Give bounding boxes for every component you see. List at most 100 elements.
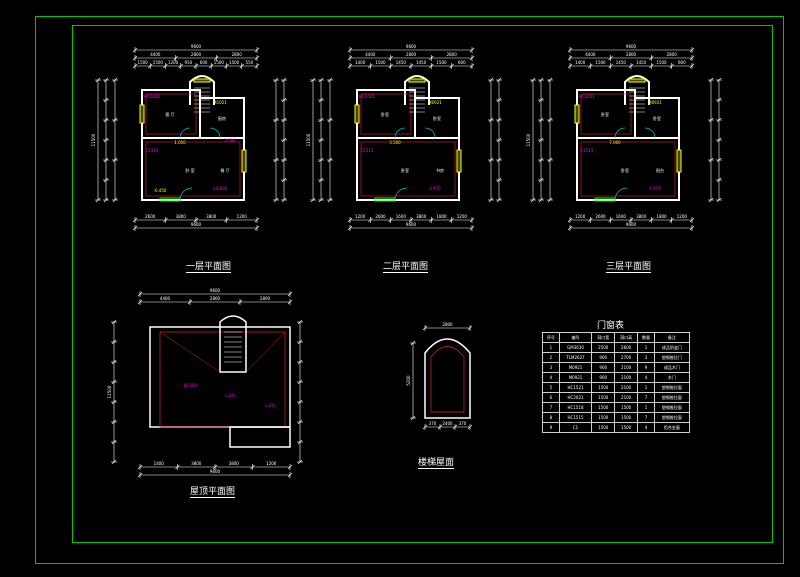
roof-right-dim-slash [297,399,303,405]
first-floor-tag: -0.450 [154,188,167,193]
table-cell: 塑钢推拉窗 [653,382,691,393]
third-floor-bottom-total-slash [689,225,695,231]
second-floor-room-label: 卧室 [401,167,409,173]
second-floor-top-dim2-slash [429,63,434,69]
table-cell: 塑钢推拉窗 [653,412,691,423]
table-cell: 7 [542,402,560,413]
first-floor-bottom-dim-label: 3800 [206,214,217,219]
first-floor-left-dim2-slash [112,77,118,83]
table-cell: 木门 [653,372,691,383]
first-floor-left-dim-slash [103,137,109,143]
second-floor-top-dim2-slash [368,63,373,69]
second-floor-room-label: 卧室 [433,115,441,121]
first-floor-tag: C1515 [146,148,159,153]
second-floor-right-dim2-slash [496,137,502,143]
first-floor-top-dim2-slash [224,63,229,69]
roof-right-dim-slash [297,419,303,425]
first-floor-right-dim2-slash [281,197,287,203]
table-cell: M0921 [558,372,593,383]
second-floor-right-dim2-slash [496,97,502,103]
first-floor-room-label: 卧 室 [185,167,194,173]
roof-top-dim-label: 2800 [260,296,271,301]
third-floor-bottom-dim-slash [669,217,674,223]
table-cell: 1500 [614,422,639,433]
table-cell: 3 [542,362,560,373]
second-floor-left-dim-slash [318,117,324,123]
inner-frame [72,25,773,543]
roof-bottom-total-slash [287,472,293,478]
table-header-cell: 数量 [637,332,655,343]
second-floor-bottom-dim-label: 2600 [375,214,386,219]
roof-bottom-dim-slash [137,464,143,470]
second-floor-left-dim2-slash [327,197,333,203]
first-floor-top-dim2-label: 550 [246,60,254,65]
first-floor-bottom-dim-slash [224,217,229,223]
table-cell: 5 [542,382,560,393]
third-floor-top-dim2-slash [649,63,654,69]
first-floor-top-dim-slash [132,55,138,61]
first-floor-top-dim-label: 2800 [232,52,243,57]
roof-bottom-dim-slash [250,464,255,470]
table-cell: 1500 [591,402,616,413]
second-floor-top-dim2-label: 1500 [436,60,447,65]
first-floor-left-dim-slash [103,177,109,183]
table-cell: 塑钢推拉窗 [653,402,691,413]
table-cell: 2100 [614,362,639,373]
first-floor-red-outline-a [145,93,197,135]
third-floor-stair-bay [624,75,650,105]
first-floor-right-dim-slash [273,157,279,163]
first-floor-top-dim-slash [254,55,260,61]
third-floor-top-dim2-label: 1450 [616,60,627,65]
second-floor-top-dim2-slash [449,63,454,69]
table-cell: 900 [591,362,616,373]
roof-bottom-total-label: 9600 [210,469,221,474]
table-cell: 4 [637,372,655,383]
second-floor-overall-dim-slash [347,47,353,53]
first-floor-top-dim2-label: 600 [200,60,208,65]
third-floor-top-dim2-label: 1400 [575,60,586,65]
roof-bay [229,426,291,448]
second-floor-caption: 二层平面图 [383,262,429,273]
roof-right-dim-slash [297,459,303,465]
first-floor-top-dim2-slash [254,63,260,69]
third-floor-left-dim-slash [538,137,544,143]
first-floor-bottom-total-slash [132,225,138,231]
table-cell: 9 [542,422,560,433]
first-floor-top-dim2-slash [178,63,183,69]
first-floor-right-dim-slash [273,117,279,123]
third-floor-red-outline-a [580,93,632,135]
roof-top-dim-slash [287,299,293,305]
first-floor-top-dim2-slash [163,63,168,69]
first-floor-left-dim2-slash [112,157,118,163]
second-floor-top-dim-label: 2800 [406,52,417,57]
table-cell: 2100 [614,382,639,393]
first-floor-wall-room-c [199,97,245,139]
roof-bottom-dim-slash [175,464,180,470]
table-cell: 7 [637,412,655,423]
third-floor-left-dim-slash [538,97,544,103]
second-floor-door-swing [394,127,406,139]
stair-roof-bottom-dim-slash [467,424,473,430]
roof-bottom-dim-label: 3800 [191,461,202,466]
table-cell: 2600 [614,342,639,353]
roof-left-dim-slash [111,339,117,345]
third-floor-top-dim2-slash [608,63,613,69]
table-header-cell: 编号 [558,332,593,343]
first-floor-top-dim2-label: 1500 [138,60,149,65]
third-floor-room-label: 阳台 [656,167,664,173]
third-floor-top-dim2-label: 1450 [636,60,647,65]
second-floor-right-dim2-slash [496,177,502,183]
roof-tag: i=2% [265,403,276,408]
table-cell: 成品木门 [653,362,691,373]
third-floor-bottom-dim-label: 1800 [656,214,667,219]
third-floor-left-dim-slash [538,197,544,203]
second-floor-top-dim-label: 2800 [447,52,458,57]
table-cell: 7 [637,392,655,403]
first-floor-red-outline-b [145,141,241,197]
stair-roof-top-dim-slash [422,325,428,331]
first-floor-left-dim2-slash [112,197,118,203]
second-floor-left-dim-slash [318,77,324,83]
table-cell: TLM2627 [558,352,593,363]
table-cell: 1 [637,382,655,393]
second-floor-bottom-dim-slash [347,217,353,223]
